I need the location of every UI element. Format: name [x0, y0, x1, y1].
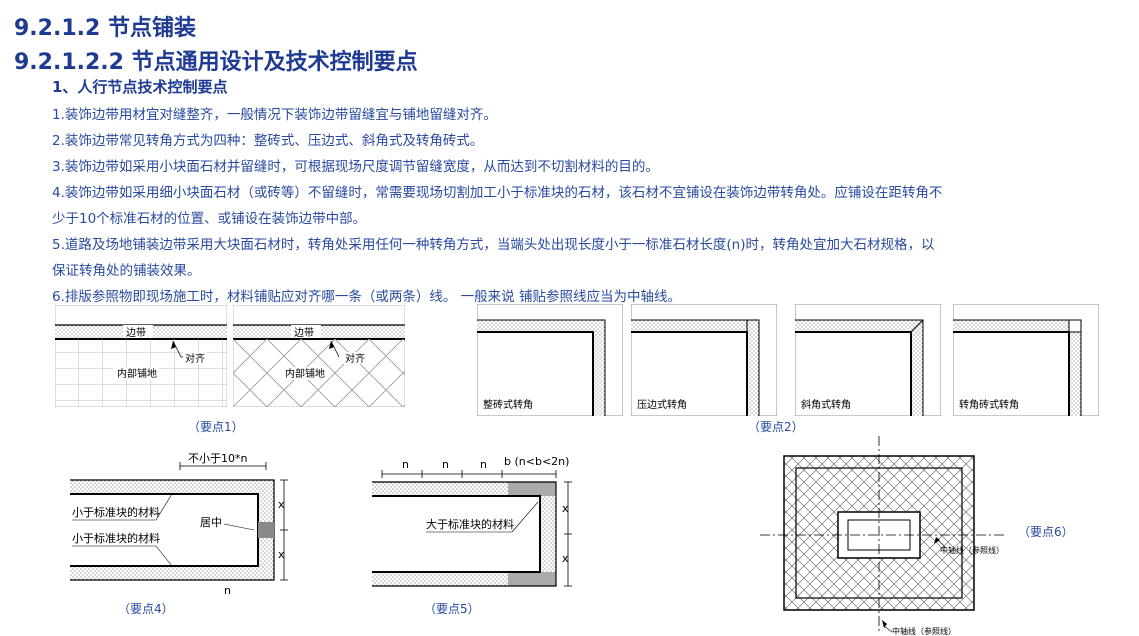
fig1a-align-label: 对齐 — [185, 352, 205, 365]
sub-subsection-heading: 1、人行节点技术控制要点 — [52, 78, 228, 96]
fig1b-inner-label: 内部铺地 — [285, 367, 325, 380]
fig1b-align-label: 对齐 — [345, 352, 365, 365]
subsection-heading: 9.2.1.2.2 节点通用设计及技术控制要点 — [14, 50, 418, 75]
caption-point-1: （要点1） — [188, 420, 244, 434]
corner-label-3: 斜角式转角 — [801, 398, 851, 411]
figure-corner-bevel: 斜角式转角 — [795, 304, 941, 416]
figure-point-5: n n n b (n<b<2n) x x 大于标准块的材料 — [372, 455, 572, 587]
fig5-n-1: n — [402, 458, 409, 471]
figure-edge-band-diagonal: 边带 内部铺地 对齐 — [233, 305, 405, 407]
fig4-n-label: n — [224, 584, 231, 597]
figure-point-4: 不小于10*n x x 小于标准块的材料 小于标准块的材料 居中 n — [70, 452, 288, 597]
fig5-b-label: b (n<b<2n) — [504, 455, 569, 468]
paragraph-3: 3.装饰边带如采用小块面石材并留缝时，可根据现场尺度调节留缝宽度，从而达到不切割… — [52, 159, 659, 175]
fig5-x-top: x — [562, 502, 569, 515]
fig1a-edge-label: 边带 — [126, 327, 146, 339]
corner-label-2: 压边式转角 — [637, 398, 687, 411]
fig4-top-label: 不小于10*n — [188, 452, 247, 465]
fig6-axis-label-2: 中轴线（参照线） — [892, 626, 956, 636]
paragraph-2: 2.装饰边带常见转角方式为四种：整砖式、压边式、斜角式及转角砖式。 — [52, 133, 484, 149]
fig4-x-top: x — [278, 498, 285, 511]
figure-corner-tile: 转角砖式转角 — [953, 304, 1099, 416]
fig4-label-2: 小于标准块的材料 — [72, 531, 160, 545]
fig4-x-bottom: x — [278, 548, 285, 561]
fig5-n-3: n — [480, 458, 487, 471]
figure-corner-press-edge: 压边式转角 — [631, 304, 777, 416]
fig6-axis-label-1: 中轴线（参照线） — [940, 545, 1004, 555]
paragraph-4: 4.装饰边带如采用细小块面石材（或砖等）不留缝时，常需要现场切割加工小于标准块的… — [52, 185, 943, 201]
paragraph-4-cont: 少于10个标准石材的位置、或铺设在装饰边带中部。 — [52, 211, 367, 227]
figure-edge-band-grid: 边带 内部铺地 对齐 — [55, 305, 227, 407]
fig4-center-label: 居中 — [200, 516, 222, 529]
figure-corner-full-brick: 整砖式转角 — [477, 304, 623, 416]
fig5-material-label: 大于标准块的材料 — [426, 517, 514, 531]
fig5-x-bottom: x — [562, 552, 569, 565]
corner-label-1: 整砖式转角 — [483, 398, 533, 411]
fig1a-inner-label: 内部铺地 — [117, 367, 157, 380]
paragraph-6: 6.排版参照物即现场施工时，材料铺贴应对齐哪一条（或两条）线。 一般来说 铺贴参… — [52, 289, 681, 305]
paragraph-1: 1.装饰边带用材宜对缝整齐，一般情况下装饰边带留缝宜与铺地留缝对齐。 — [52, 107, 497, 123]
fig1b-edge-label: 边带 — [294, 327, 314, 339]
fig5-n-2: n — [442, 458, 449, 471]
caption-point-4: （要点4） — [118, 602, 174, 616]
paragraph-5: 5.道路及场地铺装边带采用大块面石材时，转角处采用任何一种转角方式，当端头处出现… — [52, 237, 935, 253]
caption-point-6: （要点6） — [1018, 525, 1074, 539]
section-heading: 9.2.1.2 节点铺装 — [14, 16, 196, 41]
fig4-label-1: 小于标准块的材料 — [72, 505, 160, 519]
caption-point-2: （要点2） — [748, 420, 804, 434]
figure-point-6: 中轴线（参照线） 中轴线（参照线） — [760, 436, 1006, 636]
corner-label-4: 转角砖式转角 — [959, 398, 1019, 411]
paragraph-5-cont: 保证转角处的铺装效果。 — [52, 263, 201, 279]
caption-point-5: （要点5） — [424, 602, 480, 616]
